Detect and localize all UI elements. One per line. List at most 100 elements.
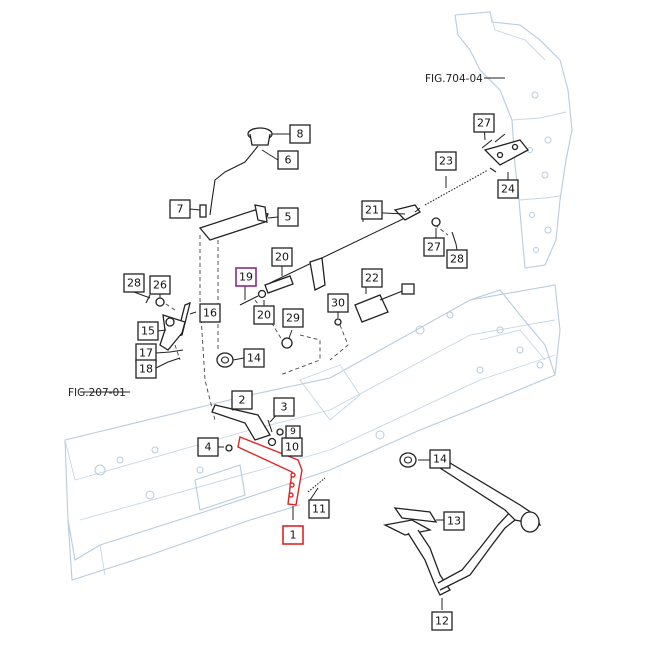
callout-27-right[interactable]: 27 bbox=[423, 237, 445, 257]
callout-22[interactable]: 21 bbox=[361, 200, 383, 220]
callout-label: 26 bbox=[153, 279, 167, 292]
part-spring-11 bbox=[307, 477, 326, 493]
callout-label: 1 bbox=[290, 529, 297, 542]
part-bushing-14-lower bbox=[399, 452, 417, 468]
part-spring-24 bbox=[414, 167, 497, 213]
callout-15[interactable]: 15 bbox=[137, 321, 159, 341]
callout-26[interactable]: 27 bbox=[473, 113, 495, 133]
part-bushing-14-upper bbox=[216, 352, 234, 368]
callout-21[interactable]: 20 bbox=[271, 247, 293, 267]
callout-label: 18 bbox=[139, 363, 153, 376]
callout-28-left[interactable]: 28 bbox=[123, 273, 145, 293]
callout-label: 19 bbox=[239, 271, 253, 284]
callout-24[interactable]: 23 bbox=[435, 151, 457, 171]
callout-label: 22 bbox=[365, 272, 379, 285]
part-pin-18 bbox=[167, 357, 181, 363]
part-washer-10 bbox=[267, 437, 277, 447]
callout-label: 27 bbox=[477, 117, 491, 130]
part-bracket-2 bbox=[211, 404, 271, 441]
part-solenoid bbox=[354, 283, 415, 323]
part-lever-plate bbox=[198, 204, 269, 241]
callout-1[interactable]: 1 bbox=[282, 525, 304, 545]
callout-23[interactable]: 22 bbox=[361, 268, 383, 288]
callout-label: 15 bbox=[141, 325, 155, 338]
callout-label: 29 bbox=[286, 312, 300, 325]
callout-28-right[interactable]: 28 bbox=[446, 249, 468, 269]
part-rod-bracket bbox=[393, 204, 421, 221]
callout-18[interactable]: 18 bbox=[135, 359, 157, 379]
figure-references: FIG.704-04 FIG.207-01 bbox=[68, 73, 483, 399]
callout-label: 23 bbox=[439, 155, 453, 168]
part-bolt-7 bbox=[199, 204, 207, 218]
callout-11[interactable]: 11 bbox=[308, 499, 330, 519]
part-arm-15 bbox=[159, 314, 186, 351]
part-pedal-pad bbox=[393, 507, 438, 523]
part-washer-27-left bbox=[155, 297, 165, 307]
part-pin-26 bbox=[481, 133, 506, 149]
part-knob bbox=[247, 127, 273, 146]
callout-17[interactable]: 17 bbox=[135, 343, 157, 363]
callout-label: 27 bbox=[427, 241, 441, 254]
fig-ref-704: FIG.704-04 bbox=[425, 73, 483, 85]
part-spring-3 bbox=[267, 419, 273, 433]
callout-label: 3 bbox=[281, 401, 288, 414]
callout-label: 16 bbox=[203, 307, 217, 320]
callout-4[interactable]: 4 bbox=[197, 437, 219, 457]
callout-13[interactable]: 13 bbox=[443, 511, 465, 531]
callout-label: 20 bbox=[275, 251, 289, 264]
callout-5[interactable]: 5 bbox=[277, 207, 299, 227]
part-bolt-4 bbox=[225, 444, 233, 452]
callout-14-upper[interactable]: 14 bbox=[243, 348, 265, 368]
part-clip-9 bbox=[276, 428, 284, 436]
callout-25[interactable]: 24 bbox=[497, 179, 519, 199]
callout-2[interactable]: 2 bbox=[231, 390, 253, 410]
callout-9[interactable]: 9 bbox=[285, 425, 301, 439]
part-clip-28-left bbox=[145, 294, 151, 304]
part-nut-30 bbox=[334, 318, 342, 326]
part-pin-17 bbox=[169, 349, 184, 353]
callout-label: 21 bbox=[365, 204, 379, 217]
callout-label: 14 bbox=[247, 352, 261, 365]
callout-14-lower[interactable]: 14 bbox=[429, 449, 451, 469]
callout-label: 12 bbox=[435, 615, 449, 628]
callout-label: 14 bbox=[433, 453, 447, 466]
upper-frame-bracket bbox=[454, 11, 573, 269]
part-long-rod bbox=[269, 217, 406, 284]
part-rod-lever bbox=[309, 257, 326, 291]
part-pedal-12 bbox=[382, 459, 542, 596]
callout-3[interactable]: 3 bbox=[273, 397, 295, 417]
part-bracket-25 bbox=[483, 139, 529, 166]
callout-label: 4 bbox=[205, 441, 212, 454]
callout-27-left[interactable]: 26 bbox=[149, 275, 171, 295]
callout-30[interactable]: 30 bbox=[327, 293, 349, 313]
callout-20[interactable]: 20 bbox=[253, 305, 275, 325]
part-pedal-arm-highlighted bbox=[237, 436, 303, 506]
part-turnbuckle bbox=[264, 275, 294, 294]
callout-label: 5 bbox=[285, 211, 292, 224]
fig-ref-207: FIG.207-01 bbox=[68, 387, 126, 399]
part-clip-28-right bbox=[451, 231, 457, 245]
callout-16[interactable]: 16 bbox=[199, 303, 221, 323]
callout-6[interactable]: 6 bbox=[277, 150, 299, 170]
main-chassis-frame bbox=[64, 284, 561, 581]
callout-label: 28 bbox=[450, 253, 464, 266]
callout-29[interactable]: 29 bbox=[282, 308, 304, 328]
callout-label: 28 bbox=[127, 277, 141, 290]
callout-label: 20 bbox=[257, 309, 271, 322]
callout-label: 2 bbox=[239, 394, 246, 407]
callout-label: 13 bbox=[447, 515, 461, 528]
callout-label: 10 bbox=[285, 441, 299, 454]
callout-label: 11 bbox=[312, 503, 326, 516]
callout-12[interactable]: 12 bbox=[431, 611, 453, 631]
callout-8[interactable]: 8 bbox=[289, 124, 311, 144]
callout-10[interactable]: 10 bbox=[281, 437, 303, 457]
callout-label: 24 bbox=[501, 183, 515, 196]
callout-7[interactable]: 7 bbox=[169, 199, 191, 219]
part-rod-19 bbox=[239, 295, 259, 306]
part-washer-27-right bbox=[431, 217, 441, 227]
callout-label: 30 bbox=[331, 297, 345, 310]
callout-19[interactable]: 19 bbox=[235, 267, 257, 287]
callout-label: 7 bbox=[177, 203, 184, 216]
